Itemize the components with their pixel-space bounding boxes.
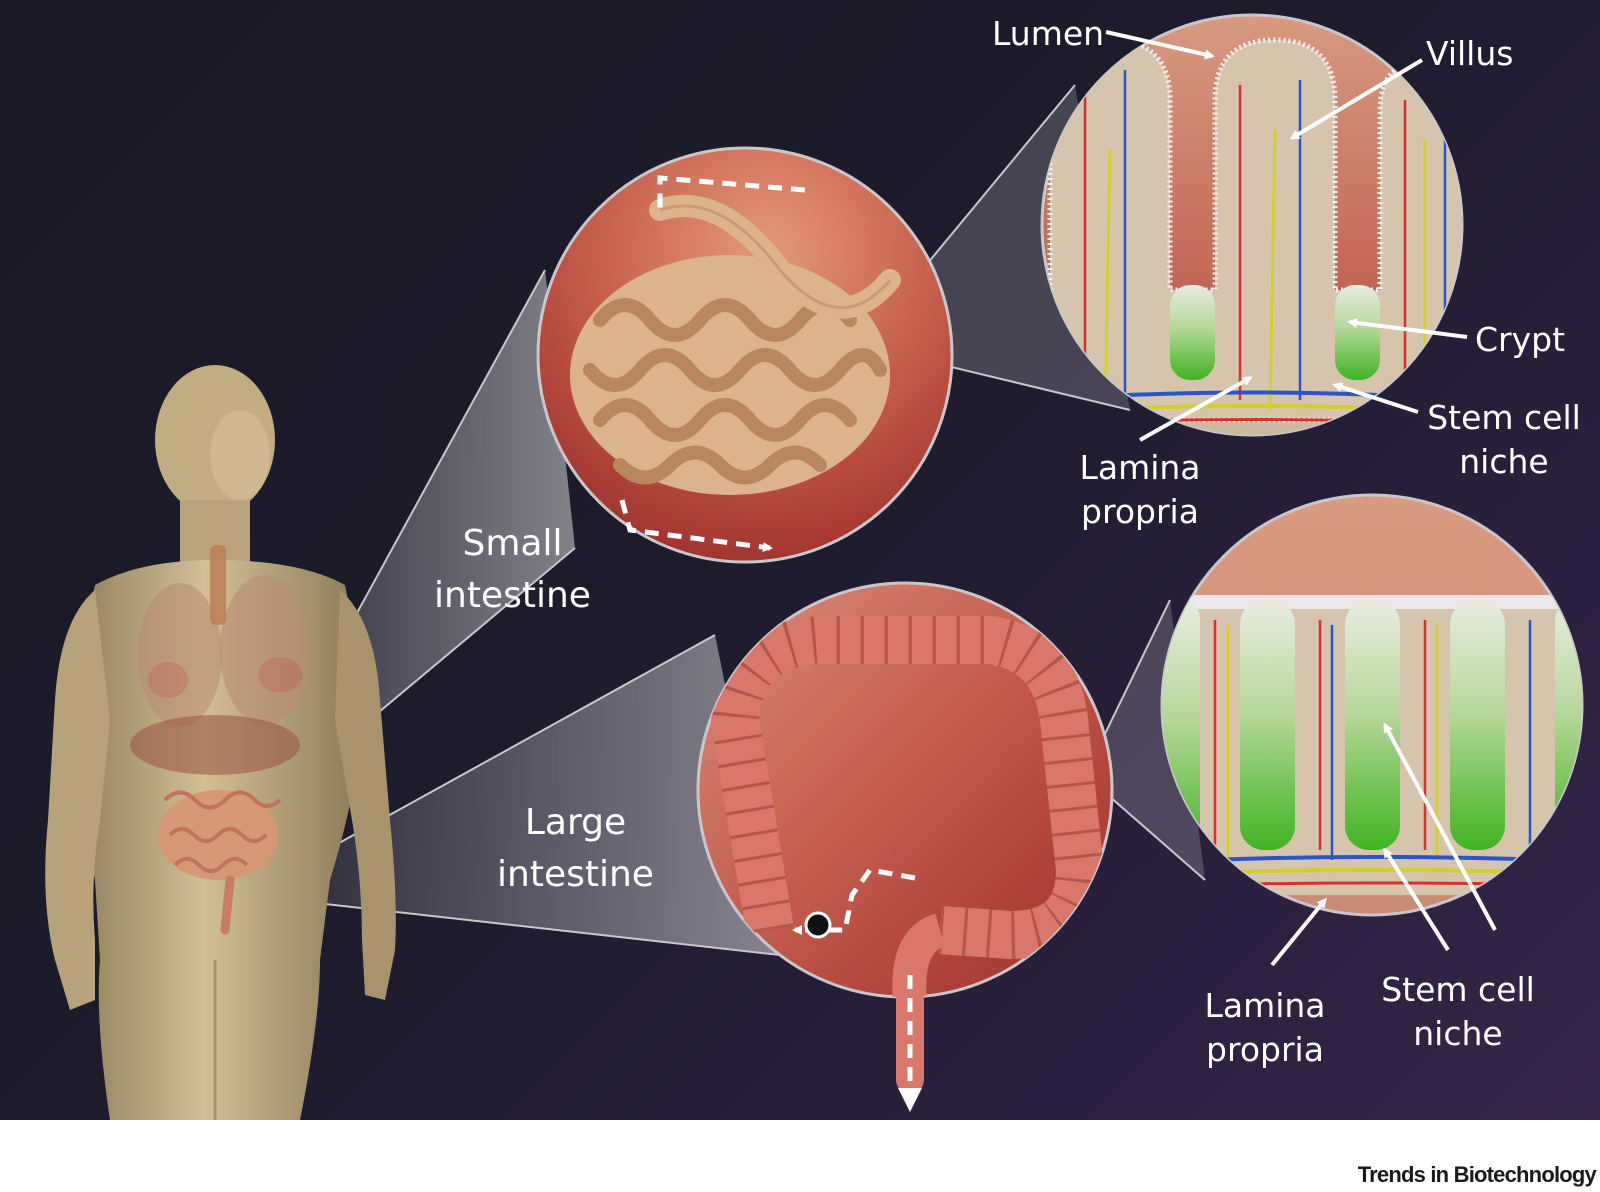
crypt-arrow [1347,317,1468,339]
crypt-zoom-circle [1160,493,1584,917]
stem-cell-niche-top-arrow [1332,382,1419,414]
small-intestine-zoom-circle [536,146,954,564]
lamina-propria-top-arrow [1139,376,1253,442]
label-lumen: Lumen [992,14,1105,53]
journal-name: Trends in Biotechnology [1357,1162,1597,1187]
human-body-figure [45,365,396,1120]
label-crypt: Crypt [1475,320,1566,359]
villus-arrow [1289,58,1424,140]
stem-cell-niche-bottom-arrow-2 [1383,722,1497,931]
label-villus: Villus [1426,34,1514,73]
lumen-arrow [1105,30,1215,60]
large-intestine-zoom-circle [696,581,1114,1112]
illustration-canvas [45,13,1584,1120]
lamina-propria-bottom-arrow [1270,897,1327,967]
stem-cell-niche-bottom-arrow-1 [1383,847,1450,952]
callout-arrows [1105,30,1497,967]
